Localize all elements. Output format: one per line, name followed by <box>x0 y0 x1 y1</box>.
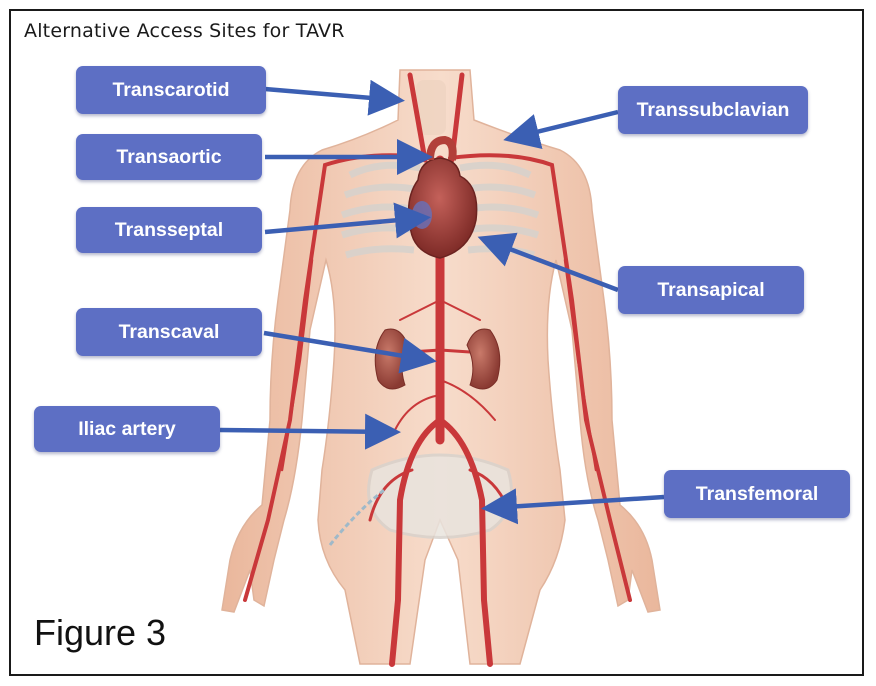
arrow-transcarotid <box>265 89 396 100</box>
callout-transsubclavian: Transsubclavian <box>618 86 808 134</box>
callout-transapical: Transapical <box>618 266 804 314</box>
arrow-transfemoral <box>490 497 664 508</box>
arrow-transapical <box>486 240 618 290</box>
arrow-iliac <box>220 430 392 432</box>
arrow-transcaval <box>264 333 428 360</box>
figure-number-label: Figure 3 <box>34 612 166 654</box>
callout-transseptal: Transseptal <box>76 207 262 253</box>
figure-title: Alternative Access Sites for TAVR <box>24 20 345 42</box>
callout-transaortic: Transaortic <box>76 134 262 180</box>
callout-transcaval: Transcaval <box>76 308 262 356</box>
arrow-transsubclavian <box>512 112 618 138</box>
callout-transfemoral: Transfemoral <box>664 470 850 518</box>
callout-iliac-artery: Iliac artery <box>34 406 220 452</box>
callout-transcarotid: Transcarotid <box>76 66 266 114</box>
arrow-transseptal <box>265 218 422 232</box>
